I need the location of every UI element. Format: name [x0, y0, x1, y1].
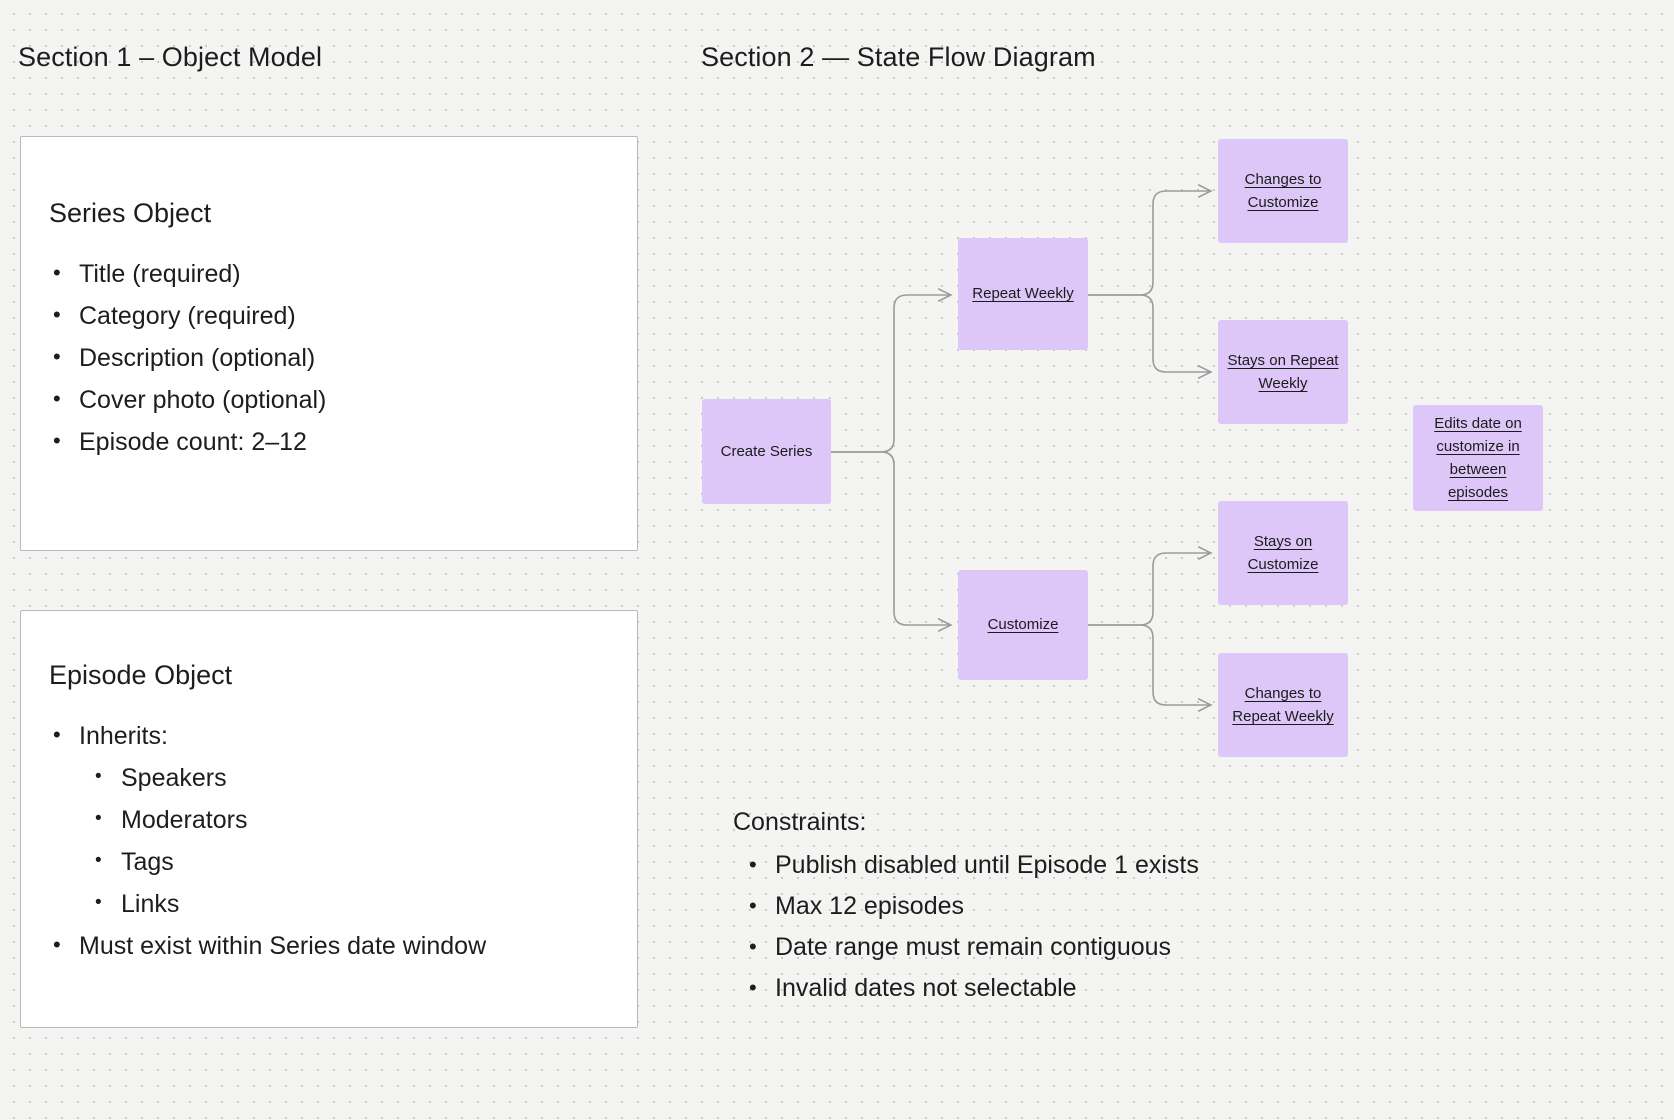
series-object-card: Series Object Title (required) Category …: [20, 136, 638, 551]
constraints-block: Constraints: Publish disabled until Epis…: [733, 806, 1433, 1010]
edge-customize-to-changes-repeat: [1088, 624, 1211, 705]
node-changes-to-repeat-weekly[interactable]: Changes to Repeat Weekly: [1218, 653, 1348, 757]
list-item: Invalid dates not selectable: [775, 968, 1433, 1009]
node-customize[interactable]: Customize: [958, 570, 1088, 680]
node-stays-on-repeat-weekly[interactable]: Stays on Repeat Weekly: [1218, 320, 1348, 424]
node-stays-on-repeat-weekly-label: Stays on Repeat Weekly: [1227, 351, 1339, 392]
episode-inherits-sublist: Speakers Moderators Tags Links: [79, 757, 597, 925]
node-stays-on-customize-label: Stays on Customize: [1247, 532, 1319, 573]
list-item: Must exist within Series date window: [79, 925, 597, 967]
list-item: Title (required): [79, 253, 597, 295]
node-create-series-label: Create Series: [720, 442, 813, 460]
section-1-title: Section 1 – Object Model: [18, 42, 323, 72]
edge-repeat-to-changes-customize: [1088, 191, 1211, 296]
list-item: Links: [121, 883, 597, 925]
edge-create-to-customize: [831, 451, 951, 625]
list-item: Moderators: [121, 799, 597, 841]
node-changes-to-customize-label: Changes to Customize: [1244, 170, 1322, 211]
edge-repeat-to-stays-repeat: [1088, 294, 1211, 372]
list-item: Date range must remain contiguous: [775, 927, 1433, 968]
series-object-list: Title (required) Category (required) Des…: [49, 253, 597, 463]
episode-object-list: Inherits: Speakers Moderators Tags Links…: [49, 715, 597, 967]
list-item: Cover photo (optional): [79, 379, 597, 421]
episode-object-card: Episode Object Inherits: Speakers Modera…: [20, 610, 638, 1028]
episode-object-heading: Episode Object: [49, 660, 233, 690]
node-edits-date-note-label: Edits date on customize in between episo…: [1434, 414, 1522, 502]
list-item: Speakers: [121, 757, 597, 799]
node-changes-to-repeat-weekly-label: Changes to Repeat Weekly: [1232, 684, 1334, 725]
list-item: Tags: [121, 841, 597, 883]
node-changes-to-customize[interactable]: Changes to Customize: [1218, 139, 1348, 243]
list-item: Episode count: 2–12: [79, 421, 597, 463]
node-customize-label: Customize: [987, 616, 1059, 634]
node-repeat-weekly-label: Repeat Weekly: [972, 285, 1074, 303]
constraints-heading: Constraints:: [733, 808, 867, 836]
constraints-list: Publish disabled until Episode 1 exists …: [733, 845, 1433, 1010]
list-item: Category (required): [79, 295, 597, 337]
edge-customize-to-stays-customize: [1088, 553, 1211, 626]
node-create-series[interactable]: Create Series: [702, 399, 831, 504]
edge-create-to-repeat: [831, 295, 951, 453]
list-item: Inherits: Speakers Moderators Tags Links: [79, 715, 597, 925]
node-edits-date-note[interactable]: Edits date on customize in between episo…: [1413, 405, 1543, 511]
list-item: Description (optional): [79, 337, 597, 379]
series-object-heading: Series Object: [49, 198, 212, 228]
node-repeat-weekly[interactable]: Repeat Weekly: [958, 238, 1088, 350]
list-item: Publish disabled until Episode 1 exists: [775, 845, 1433, 886]
section-2-title: Section 2 — State Flow Diagram: [701, 42, 1096, 72]
list-item: Max 12 episodes: [775, 886, 1433, 927]
node-stays-on-customize[interactable]: Stays on Customize: [1218, 501, 1348, 605]
episode-object-card-body: Episode Object Inherits: Speakers Modera…: [21, 611, 637, 967]
series-object-card-body: Series Object Title (required) Category …: [21, 137, 637, 463]
